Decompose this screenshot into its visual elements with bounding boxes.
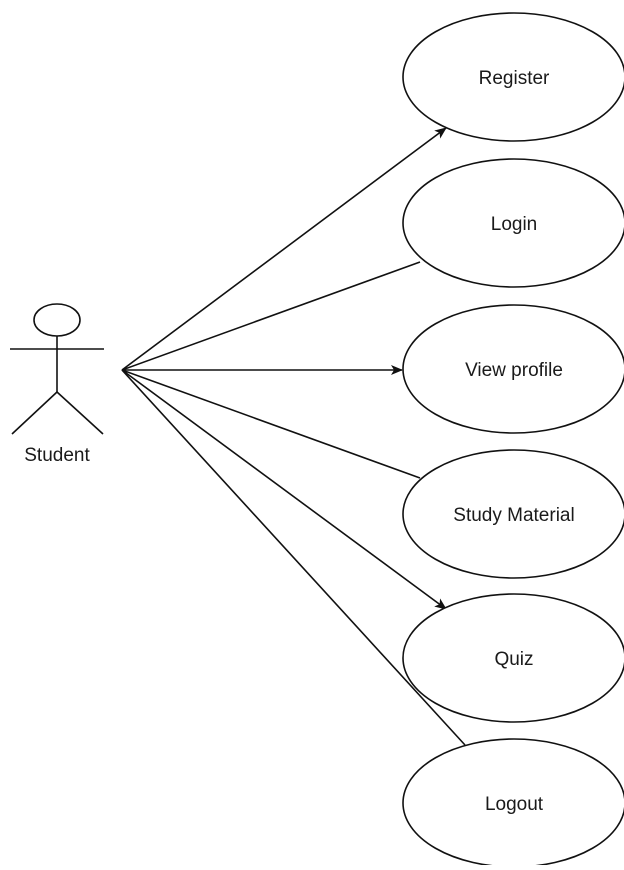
use-case-label-quiz: Quiz [494,649,533,670]
use-case-label-register: Register [479,68,550,89]
use-case-label-view-profile: View profile [465,360,563,381]
use-case-ellipse [402,304,624,434]
edge-study-material [121,369,421,479]
actor-student: Student [10,303,104,466]
actor-head [33,303,81,337]
use-case-ellipse [402,449,624,579]
actor-label: Student [24,445,90,466]
use-case-logout: Logout [402,738,624,868]
connections [121,127,466,746]
use-case-ellipse [402,593,624,723]
edge-register [121,127,447,371]
use-case-quiz: Quiz [402,593,624,723]
use-case-login: Login [402,158,624,288]
use-case-label-study-material: Study Material [453,505,574,526]
actor-left-leg [11,391,58,435]
edge-quiz [121,369,447,610]
use-case-study-material: Study Material [402,449,624,579]
use-case-ellipse [402,158,624,288]
use-case-ellipse [402,12,624,142]
actor-right-leg [56,391,104,435]
use-case-label-login: Login [491,214,538,235]
use-case-register: Register [402,12,624,142]
use-case-view-profile: View profile [402,304,624,434]
edge-login [121,261,421,371]
edge-logout [121,369,466,746]
use-case-label-logout: Logout [485,794,544,815]
